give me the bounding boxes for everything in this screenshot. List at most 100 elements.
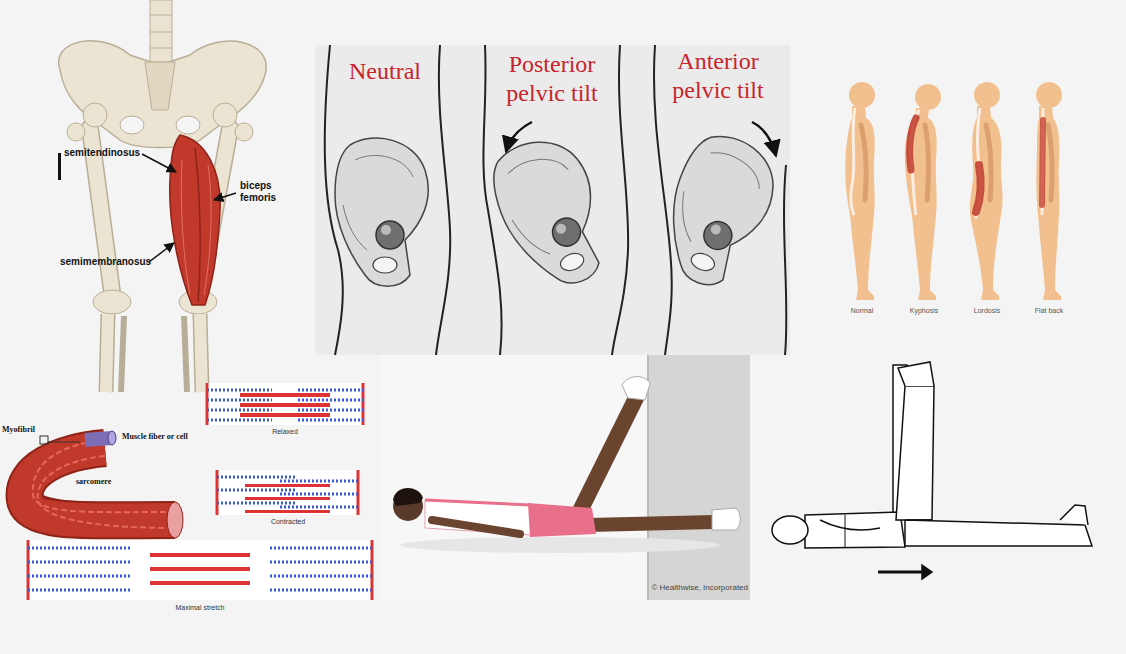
posture-figures <box>1036 82 1062 300</box>
sarcomere-contracted <box>245 484 330 487</box>
posture-figures <box>845 82 1062 300</box>
sarcomere-stretched <box>150 553 250 557</box>
skeleton <box>200 314 202 392</box>
leader-arrow <box>58 153 61 180</box>
sarcomere-relaxed <box>207 409 272 412</box>
hamstring-stretch-photo <box>588 522 715 525</box>
skeleton <box>235 123 253 141</box>
sarcomere-stretched <box>150 567 250 571</box>
hamstring-stretch-photo <box>380 355 750 600</box>
posture-figures <box>976 108 981 218</box>
wall-stretch-drawing <box>772 516 808 544</box>
muscle-fiber <box>167 502 183 538</box>
hamstring-stretch-photo <box>400 537 720 553</box>
sarcomere-contracted <box>215 470 360 515</box>
posture-figures <box>851 108 855 215</box>
skeleton <box>93 290 131 314</box>
sarcomere-stretched <box>270 561 372 564</box>
sarcomere-stretched <box>25 540 375 600</box>
hamstring-muscles <box>170 135 220 305</box>
posture-figures <box>861 125 866 200</box>
skeleton <box>150 32 172 33</box>
posture-figures <box>1036 106 1061 300</box>
sarcomere-relaxed <box>205 383 365 425</box>
wall-stretch-drawing <box>805 512 905 548</box>
sarcomere-stretched <box>270 575 372 578</box>
hamstring-stretch-photo <box>380 355 648 600</box>
sarcomere-relaxed <box>207 399 272 402</box>
hamstring-stretch-photo <box>648 355 750 600</box>
state-label: Relaxed <box>240 428 330 436</box>
posture-label: Flat back <box>1021 307 1077 315</box>
leader-arrow <box>149 243 174 262</box>
pelvic-tilt-panel <box>612 45 628 355</box>
sarcomere-contracted <box>245 497 330 500</box>
part-label: Myofibril <box>2 425 35 435</box>
hamstring-stretch-photo <box>432 520 520 534</box>
pelvic-tilt-panel <box>752 122 776 156</box>
sarcomere-relaxed <box>240 413 330 417</box>
posture-label: Lordosis <box>959 307 1015 315</box>
hamstring-muscles <box>195 148 200 302</box>
leader-arrow <box>58 153 236 262</box>
wall-stretch-drawing <box>845 515 846 548</box>
skeleton <box>83 103 107 127</box>
hamstring-stretch-photo <box>622 377 650 400</box>
muscle-label: semimembranosus <box>60 256 151 268</box>
posture-figures <box>905 84 941 300</box>
posture-figures <box>1042 120 1043 205</box>
skeleton <box>121 316 124 392</box>
muscle-fiber <box>25 448 175 520</box>
wall-stretch-drawing <box>820 520 880 530</box>
posture-figures <box>925 125 929 200</box>
sarcomere-relaxed <box>298 409 363 412</box>
sarcomere-relaxed <box>207 389 272 392</box>
leader-arrow <box>142 154 176 172</box>
posture-figures <box>1042 108 1043 215</box>
wall-stretch-drawing <box>1060 505 1088 525</box>
sarcomere-relaxed <box>207 390 363 420</box>
sarcomere-contracted <box>280 493 358 496</box>
skeleton <box>120 116 144 134</box>
muscle-fiber <box>48 442 80 443</box>
skeleton <box>176 116 200 134</box>
sarcomere-stretched <box>270 589 372 592</box>
skeleton <box>213 103 237 127</box>
tilt-title: Posterior pelvic tilt <box>477 50 627 108</box>
posture-figures <box>910 118 916 170</box>
state-label: Maximal stretch <box>145 604 255 612</box>
posture-figures <box>970 106 1003 300</box>
hamstring-stretch-photo <box>425 500 530 505</box>
sarcomere-stretched <box>28 547 130 550</box>
skeleton <box>200 314 202 392</box>
skeleton <box>59 0 266 392</box>
sarcomere-contracted <box>217 489 295 492</box>
posture-figures <box>1048 125 1052 200</box>
leader-arrow <box>214 193 236 200</box>
tilt-title: Anterior pelvic tilt <box>653 47 783 105</box>
skeleton <box>145 62 175 110</box>
pelvic-tilt-panel <box>649 126 787 297</box>
wall-stretch-drawing <box>772 362 1092 579</box>
hamstring-muscles <box>204 165 211 295</box>
pelvic-tilt-panel <box>482 128 620 299</box>
skeleton <box>184 316 187 392</box>
muscle-fiber <box>40 436 48 444</box>
pelvic-tilt-panel <box>335 138 428 286</box>
sarcomere-stretched <box>28 548 372 590</box>
posture-figures <box>970 82 1003 300</box>
hamstring-stretch-photo <box>425 500 532 535</box>
muscle-fiber <box>25 448 175 520</box>
sarcomere-relaxed <box>205 383 365 425</box>
skeleton <box>67 123 85 141</box>
hamstring-stretch-photo <box>578 398 636 515</box>
part-label: Muscle fiber or cell <box>122 432 188 442</box>
skeleton <box>150 0 172 62</box>
sarcomere-stretched <box>150 581 250 585</box>
wall-stretch-drawing <box>905 519 932 521</box>
pelvic-tilt-panel <box>315 45 790 355</box>
sarcomere-relaxed <box>240 393 330 397</box>
posture-label: Kyphosis <box>896 307 952 315</box>
sarcomere-relaxed <box>240 403 330 407</box>
